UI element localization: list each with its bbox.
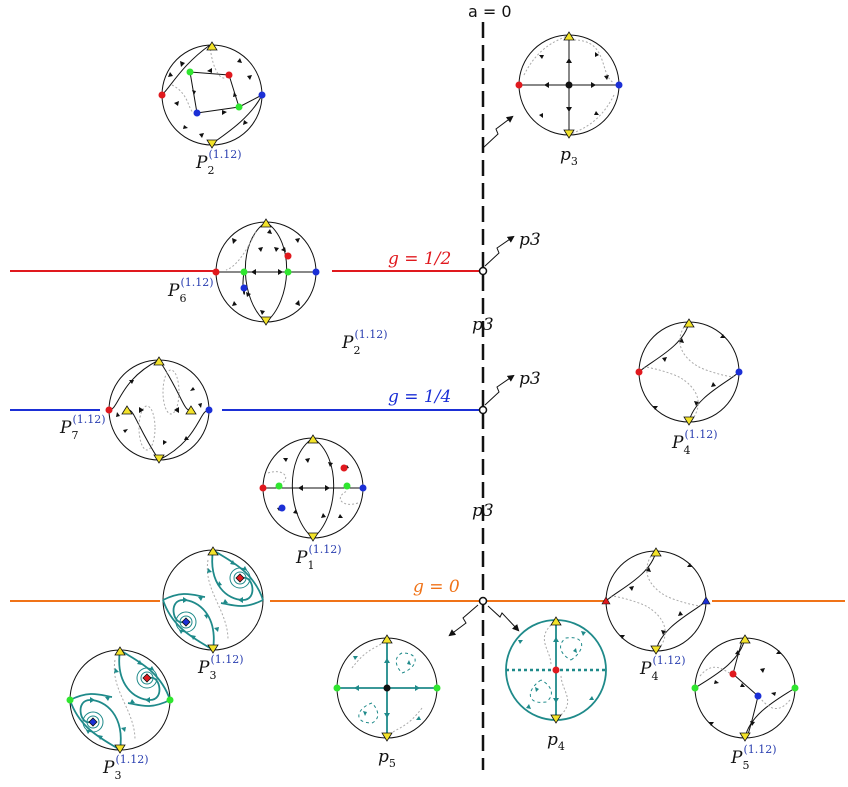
p3-label-1: p3 — [519, 230, 541, 250]
portrait-p4 — [505, 616, 607, 724]
line-g-zero: g = 0 — [10, 577, 845, 602]
p3-label-3: p3 — [472, 315, 494, 335]
line-g-half: g = 1/2 — [10, 249, 480, 272]
portrait-P3-upper — [162, 546, 264, 654]
portrait-p5 — [333, 634, 441, 742]
label-P2-middle: P2(1.12) — [341, 328, 388, 357]
line-g-quarter: g = 1/4 — [10, 387, 480, 411]
label-P2-top: P2(1.12) — [195, 148, 242, 177]
label-P3-upper: P3(1.12) — [197, 653, 244, 682]
p3-label-2: p3 — [519, 369, 541, 389]
label-P6: P6(1.12) — [167, 276, 214, 305]
portrait-P3-lower — [66, 646, 174, 754]
portrait-P2-top — [158, 41, 266, 149]
label-P5: P5(1.12) — [730, 743, 777, 772]
label-p3-top: p3 — [560, 145, 578, 168]
intersection-g-quarter — [478, 405, 488, 415]
label-P4-lower: P4(1.12) — [639, 654, 686, 683]
label-p4: p4 — [547, 730, 565, 753]
portrait-P6 — [212, 218, 320, 326]
portrait-P1 — [259, 434, 367, 542]
portrait-P4-lower — [601, 547, 711, 655]
svg-text:p3: p3 — [472, 501, 494, 521]
portrait-P5 — [691, 634, 799, 742]
svg-text:p3: p3 — [519, 369, 541, 389]
label-P1: P1(1.12) — [295, 543, 342, 572]
label-P7: P7(1.12) — [59, 413, 106, 442]
label-P3-lower: P3(1.12) — [102, 753, 149, 782]
zigzag-arrows — [448, 115, 520, 637]
portrait-p3-top — [515, 31, 623, 139]
intersection-g-half — [478, 266, 488, 276]
a-axis-label: a = 0 — [468, 2, 512, 21]
axis-p3-labels: p3 p3 p3 p3 — [472, 230, 541, 521]
portrait-P4-right — [635, 318, 743, 426]
intersection-g-zero — [478, 596, 488, 606]
g-quarter-label: g = 1/4 — [388, 387, 451, 407]
p3-label-4: p3 — [472, 501, 494, 521]
svg-text:p3: p3 — [519, 230, 541, 250]
svg-text:p3: p3 — [472, 315, 494, 335]
label-p5: p5 — [378, 747, 396, 770]
portrait-P7 — [105, 356, 213, 464]
label-P4-right: P4(1.12) — [671, 428, 718, 457]
g-zero-label: g = 0 — [413, 577, 460, 597]
g-half-label: g = 1/2 — [388, 249, 451, 269]
